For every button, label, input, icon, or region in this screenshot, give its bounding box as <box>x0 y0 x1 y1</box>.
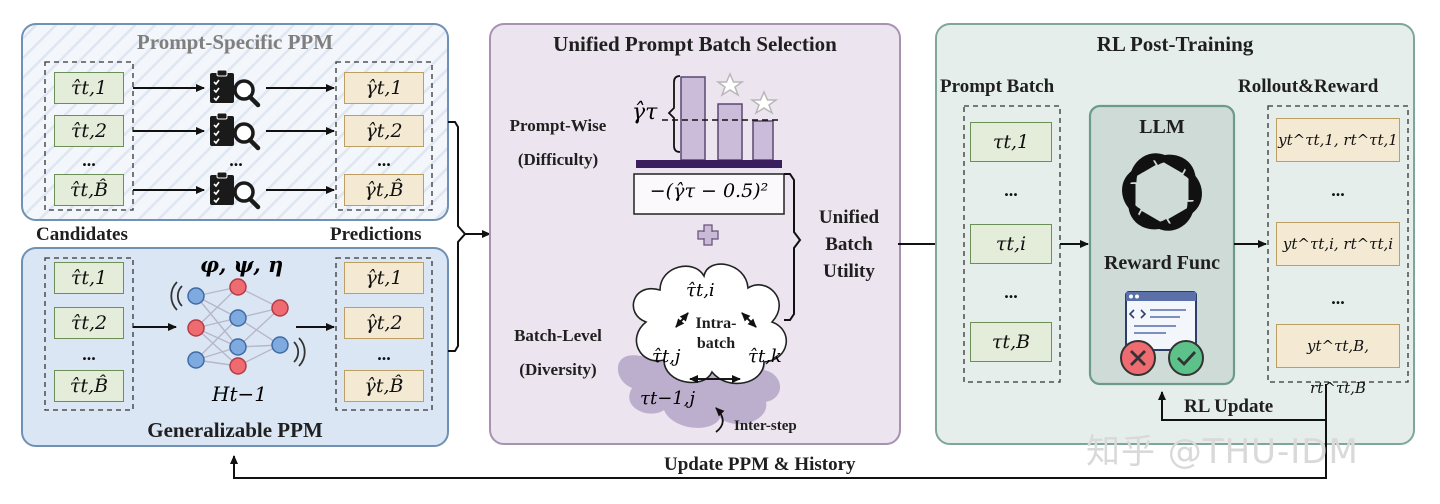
prompt-specific-title: Prompt-Specific PPM <box>136 30 334 54</box>
prompt-batch-label: Prompt Batch <box>940 76 1055 97</box>
reward-func-label: Reward Func <box>1103 252 1221 274</box>
ellipsis: ... <box>229 150 243 170</box>
plus-icon <box>697 224 719 246</box>
difficulty-label: (Difficulty) <box>517 150 599 169</box>
candidate-box: τ̂t,B̂ <box>54 370 124 402</box>
ellipsis: ... <box>377 344 391 364</box>
candidate-box: τ̂t,2 <box>54 115 124 147</box>
ellipsis: ... <box>82 150 96 170</box>
prompt-batch-box: τt,B <box>970 322 1052 362</box>
unified-batch-utility-label: Unified Batch Utility <box>818 207 880 282</box>
gamma-axis-label: γ̂τ <box>632 100 658 125</box>
cross-icon <box>1120 340 1156 376</box>
prompt-wise-label: Prompt-Wise <box>509 116 607 135</box>
ppm-parameters: φ, ψ, η <box>200 252 284 277</box>
check-icon <box>1168 340 1204 376</box>
rl-update-label: RL Update <box>1184 396 1274 417</box>
star-icon <box>749 90 779 115</box>
clipboard-search-icon <box>210 171 261 210</box>
inter-step-label: Inter-step <box>734 418 797 434</box>
prediction-box: γ̂t,1 <box>344 262 424 294</box>
star-icon <box>715 72 745 97</box>
generalizable-title: Generalizable PPM <box>147 418 323 442</box>
intra-batch-label: Intra- batch <box>695 315 737 352</box>
neural-network-icon <box>170 278 306 375</box>
candidate-box: τ̂t,1 <box>54 72 124 104</box>
ellipsis: ... <box>1004 282 1018 302</box>
candidate-box: τ̂t,2 <box>54 307 124 339</box>
candidate-box: τ̂t,1 <box>54 262 124 294</box>
predictions-label: Predictions <box>330 224 422 245</box>
openai-logo-icon <box>1122 153 1202 231</box>
rollout-box: yt^τt,1, rt^τt,1 <box>1276 118 1400 162</box>
clipboard-search-icon <box>210 69 261 108</box>
rollout-box: yt^τt,i, rt^τt,i <box>1276 222 1400 266</box>
prompt-batch-box: τt,i <box>970 224 1052 264</box>
code-window-icon <box>1125 291 1197 351</box>
candidate-box: τ̂t,B̂ <box>54 174 124 206</box>
ellipsis: ... <box>82 344 96 364</box>
batch-selection-title: Unified Prompt Batch Selection <box>553 32 837 56</box>
llm-label: LLM <box>1139 116 1185 138</box>
batch-level-label: Batch-Level <box>514 326 602 345</box>
ellipsis: ... <box>377 150 391 170</box>
clipboard-search-icon <box>210 112 261 151</box>
rl-post-training-title: RL Post-Training <box>1096 32 1254 56</box>
cloud-node-right: τ̂t,k <box>748 346 782 367</box>
ellipsis: ... <box>1004 180 1018 200</box>
prediction-box: γ̂t,B̂ <box>344 174 424 206</box>
cloud-node-top: τ̂t,i <box>686 280 715 301</box>
rollout-reward-label: Rollout&Reward <box>1238 76 1379 97</box>
prediction-box: γ̂t,2 <box>344 115 424 147</box>
diversity-cloud <box>617 263 788 428</box>
prediction-box: γ̂t,1 <box>344 72 424 104</box>
prediction-box: γ̂t,B̂ <box>344 370 424 402</box>
difficulty-formula: −(γ̂τ − 0.5)² <box>649 180 769 202</box>
rollout-box: yt^τt,B, rt^τt,B <box>1276 324 1400 397</box>
history-label: Ht−1 <box>212 382 267 406</box>
diversity-label: (Diversity) <box>519 360 597 379</box>
prompt-batch-box: τt,1 <box>970 122 1052 162</box>
prediction-box: γ̂t,2 <box>344 307 424 339</box>
difficulty-bar-chart <box>636 72 782 168</box>
update-ppm-history-label: Update PPM & History <box>664 454 856 475</box>
watermark: 知乎 @THU-IDM <box>1086 432 1359 472</box>
candidates-label: Candidates <box>36 224 128 245</box>
cloud-node-left: τ̂t,j <box>652 346 681 367</box>
batch-selection-panel <box>489 23 901 445</box>
ellipsis: ... <box>1331 288 1345 308</box>
cloud-node-history: τt−1,j <box>640 388 696 409</box>
ellipsis: ... <box>1331 180 1345 200</box>
